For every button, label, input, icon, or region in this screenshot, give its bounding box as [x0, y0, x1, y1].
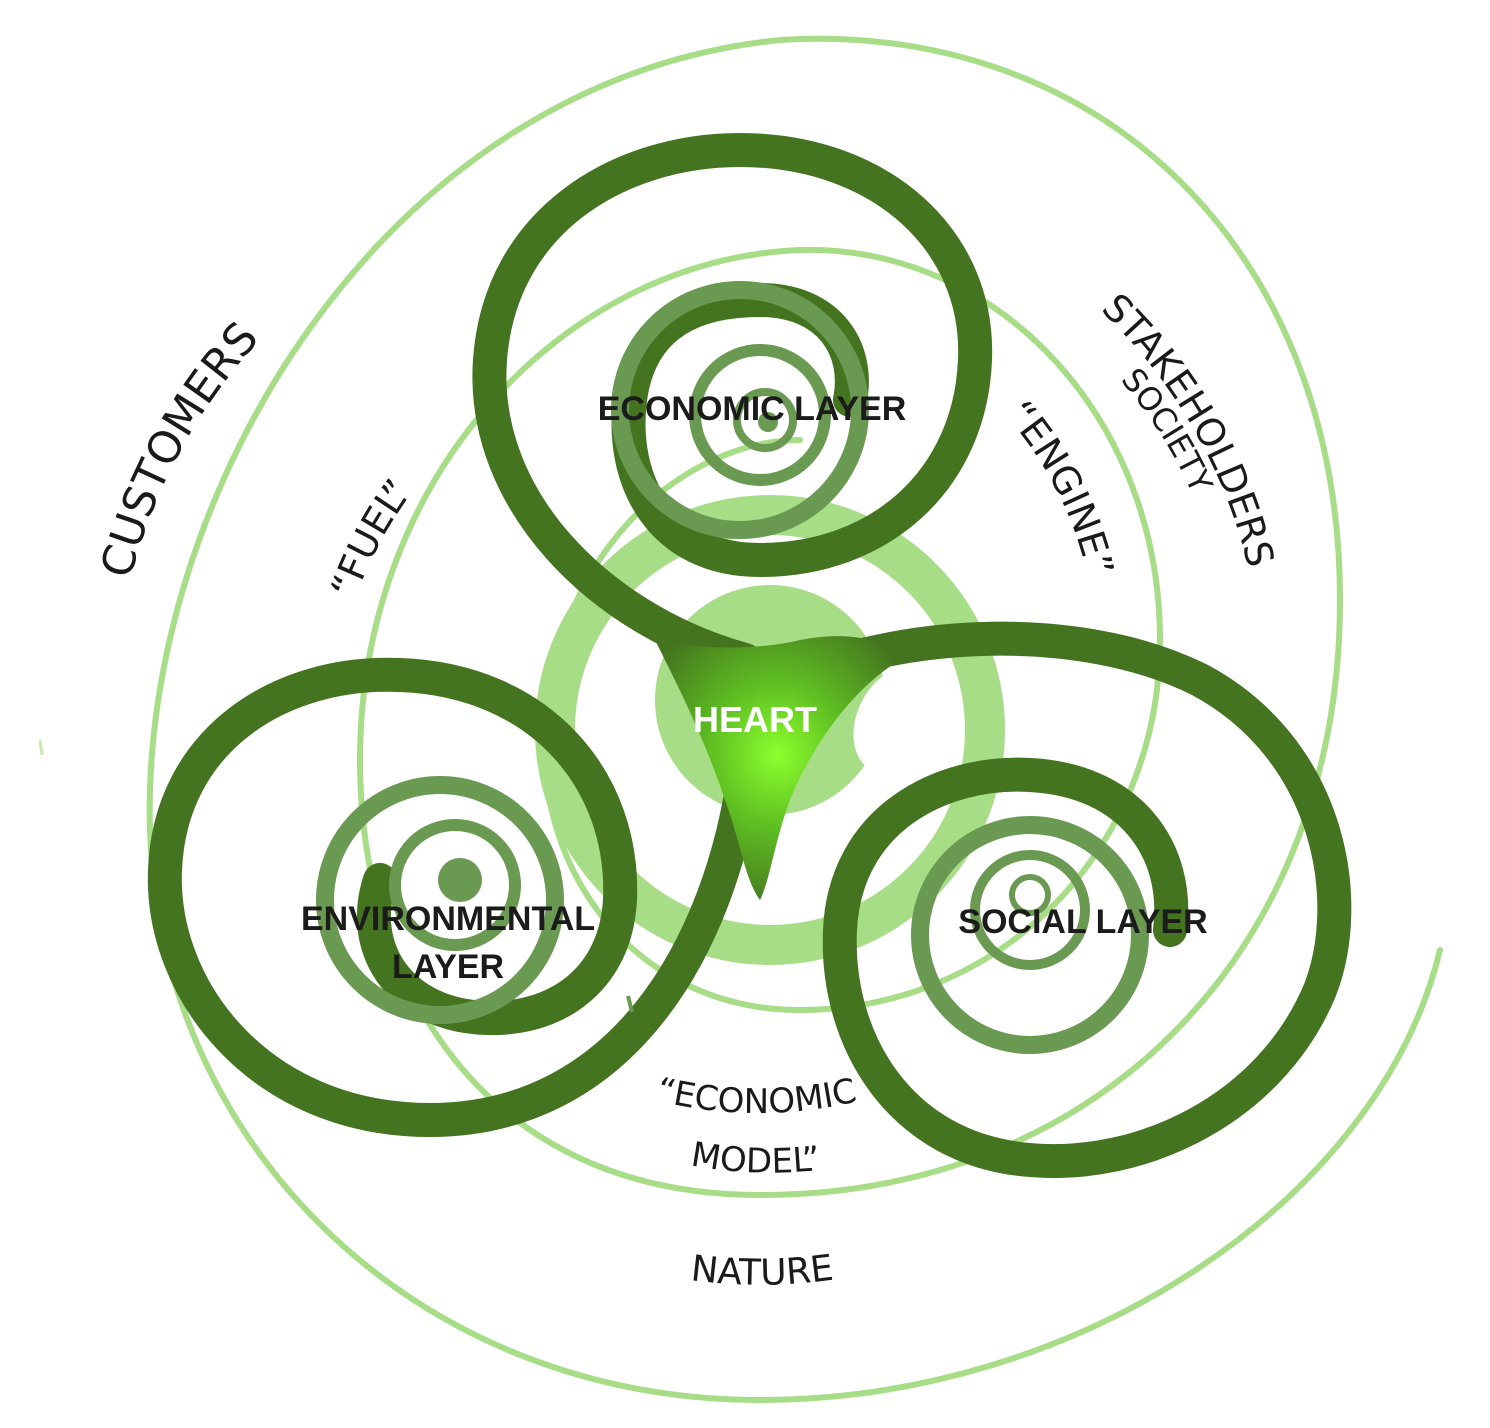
economic-model-label-line2: MODEL” [689, 1135, 822, 1182]
heart-disc-hole [853, 667, 937, 773]
nature-label: NATURE [689, 1248, 836, 1294]
economic-model-label-line1: “ECONOMIC [653, 1070, 860, 1122]
left-edge-stroke [38, 739, 44, 756]
economic-spiral [472, 132, 993, 677]
heart-center [655, 636, 900, 900]
dot-mark [626, 995, 634, 1013]
environmental-layer-label-line2: LAYER [392, 948, 504, 986]
environmental-spiral [147, 657, 762, 1138]
heart-label: HEART [693, 699, 817, 740]
economic-layer-label: ECONOMIC LAYER [598, 390, 907, 428]
social-layer-label: SOCIAL LAYER [958, 903, 1207, 941]
outer-spiral [146, 35, 1443, 1404]
environmental-layer-label-line1: ENVIRONMENTAL [301, 900, 595, 938]
social-spiral [773, 621, 1352, 1178]
customers-label: CUSTOMERS [91, 313, 268, 583]
